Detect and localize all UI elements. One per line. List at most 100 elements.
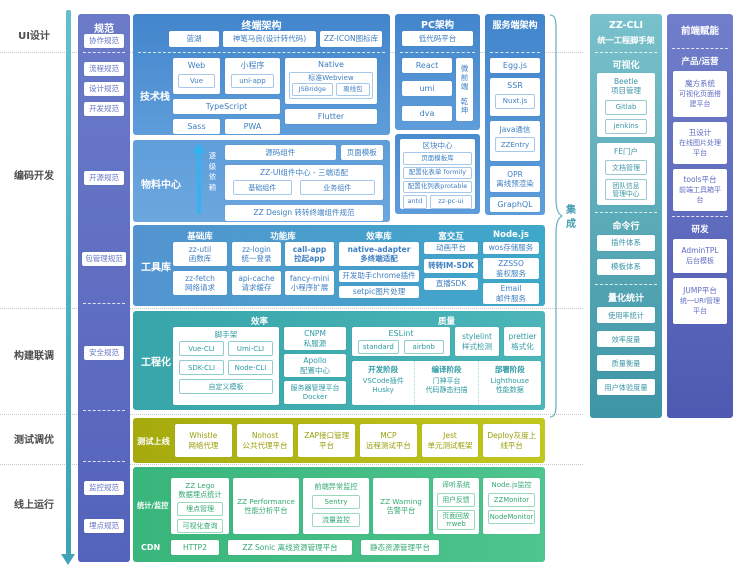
chip-doc-mgmt: 文档管理 [605, 160, 647, 176]
chip-antd: antd [403, 194, 427, 209]
scaffold-title: 脚手架 [214, 330, 238, 339]
box-web: Web Vue [173, 58, 220, 94]
server-architecture-panel: 服务端架构 Egg.js SSR Nuxt.js Java通信 ZZEntry … [485, 14, 545, 215]
box-static-resource: 静态资源管理平台 [361, 540, 439, 555]
box-standard-webview: 标准Webview JSBridge 离线包 [289, 72, 373, 100]
chip-gitlab: Gitlab [605, 99, 647, 115]
standard-webview-label: 标准Webview [308, 74, 354, 82]
box-ux-measure: 用户体验度量 [597, 379, 655, 395]
web-label: Web [187, 61, 206, 70]
box-deploy: Deploy灰度上线平台 [483, 424, 541, 457]
box-choudesign: 丑设计 在线图片处理平台 [673, 122, 727, 164]
chip-zz-pc-ui: zz-pc-ui [429, 194, 472, 209]
chip-page-template-lib: 页面模板库 [403, 152, 472, 165]
chip-traffic-monitor: 流量监控 [312, 513, 360, 527]
box-fe-portal: FE门户 文档管理 团队信息管理中心 [597, 143, 655, 205]
efficiency-header: 效率 [250, 317, 268, 327]
spec-item-security: 安全规范 [84, 346, 124, 360]
box-java-comm: Java通信 ZZEntry [490, 121, 540, 161]
box-zap: ZAP接口管理平台 [298, 424, 356, 457]
fe-portal-title: FE门户 [613, 147, 639, 156]
box-eslint: ESLint standard airbnb [352, 327, 450, 356]
box-zz-ui-center: ZZ-UI组件中心 - 三端适配 基础组件 业务组件 [225, 165, 383, 200]
box-umi: umi [402, 81, 452, 96]
spec-column: 规范 协作规范 流程规范 设计规范 开发规范 开源规范 包管理规范 安全规范 监… [78, 14, 130, 562]
testing-label: 测试上线 [137, 435, 170, 446]
java-comm-label: Java通信 [499, 125, 531, 134]
zz-cli-title: ZZ-CLI [608, 20, 644, 31]
stage-deploy: 部署阶段 Lighthouse 性能数据 [477, 361, 541, 405]
spec-item-design: 设计规范 [84, 82, 124, 96]
phase-build-debug: 构建联调 [14, 351, 54, 362]
toollib-col-rich: 富交互 动画平台 转转IM-SDK 直播SDK [424, 230, 478, 304]
block-center-panel: 区块中心 页面模板库 配置化表单 formily 配置化列表protable a… [395, 134, 480, 214]
engineering-label: 工程化 [141, 357, 171, 368]
chip-zzmonitor: ZZMonitor [488, 492, 535, 507]
phase-divider-4 [0, 464, 583, 465]
flow-arrow-head [61, 554, 75, 565]
box-zz-icon-lib: ZZ-ICON图标库 [320, 31, 382, 47]
box-usage-stats: 使用率统计 [597, 307, 655, 323]
flow-arrow-line [66, 10, 71, 556]
chip-nodemonitor: NodeMonitor [488, 509, 535, 524]
qiankun-label: 乾坤 [460, 96, 469, 116]
box-typescript: TypeScript [173, 99, 280, 114]
box-zz-design-spec: ZZ Design 转转终端组件规范 [225, 205, 383, 221]
material-center-label: 物料中心 [141, 180, 181, 191]
box-opr: OPR 离线预渲染 [490, 166, 540, 192]
box-http2: HTTP2 [171, 540, 219, 555]
box-micro-frontend: 微前端 乾坤 [456, 58, 473, 121]
nodejs-monitoring-title: Node.js监控 [491, 481, 532, 489]
chip-node-cli: Node-CLI [228, 360, 273, 376]
box-lanhu: 蓝湖 [169, 31, 219, 47]
box-pwa: PWA [225, 119, 280, 134]
cli-header: 命令行 [612, 222, 640, 232]
tool-library-label: 工具库 [141, 262, 171, 273]
box-graphql: GraphQL [490, 197, 540, 212]
terminal-architecture-title: 终端架构 [241, 21, 282, 32]
terminal-architecture-panel: 终端架构 蓝湖 神笔马良(设计转代码) ZZ-ICON图标库 技术栈 Web V… [133, 14, 390, 135]
toollib-header-rich: 富交互 [438, 232, 464, 242]
phase-online: 线上运行 [14, 500, 54, 511]
phase-coding: 编码开发 [14, 171, 54, 182]
phase-divider-2 [0, 308, 583, 309]
chip-zzentry: ZZEntry [495, 137, 535, 153]
chip-protable: 配置化列表protable [403, 180, 472, 193]
ssr-label: SSR [507, 81, 523, 90]
integration-label: 集成 [566, 205, 576, 230]
box-pipeline-stages: 开发阶段 VSCode插件 Husky 编译阶段 门神平台 代码静态扫描 部署阶… [352, 361, 541, 405]
dependency-label: 逐级依赖 [208, 151, 217, 192]
box-zz-im-sdk: 转转IM-SDK [424, 259, 478, 273]
tech-stack-label: 技术栈 [140, 92, 170, 103]
chip-jenkins: jenkins [605, 118, 647, 134]
box-live-sdk: 直播SDK [424, 278, 478, 290]
chip-base-components: 基础组件 [233, 180, 292, 196]
frontend-empowerment-column: 前端赋能 产品/运营 魔方系统 可视化页面搭建平台 丑设计 在线图片处理平台 t… [667, 14, 733, 418]
box-page-templates: 页面模板 [340, 145, 383, 160]
box-zz-sonic: ZZ Sonic 离线资源管理平台 [228, 540, 352, 555]
box-mofang: 魔方系统 可视化页面搭建平台 [673, 71, 727, 117]
chip-nuxtjs: Nuxt.js [495, 94, 535, 109]
box-scaffold: 脚手架 Vue-CLI Umi-CLI SDK-CLI Node-CLI 自定义… [173, 327, 279, 405]
monitoring-label: 统计/监控 [137, 501, 169, 510]
spec-item-process: 流程规范 [84, 62, 124, 76]
zz-cli-subtitle: 统一工程脚手架 [597, 35, 655, 45]
chip-biz-components: 业务组件 [299, 180, 375, 196]
spec-title: 规范 [94, 24, 114, 35]
visualization-header: 可视化 [612, 61, 640, 71]
chip-jsbridge: JSBridge [292, 83, 333, 97]
cdn-label: CDN [141, 543, 161, 552]
product-ops-header: 产品/运营 [681, 57, 719, 67]
spec-item-opensource: 开源规范 [84, 171, 124, 185]
toollib-header-node: Node.js [492, 230, 529, 240]
